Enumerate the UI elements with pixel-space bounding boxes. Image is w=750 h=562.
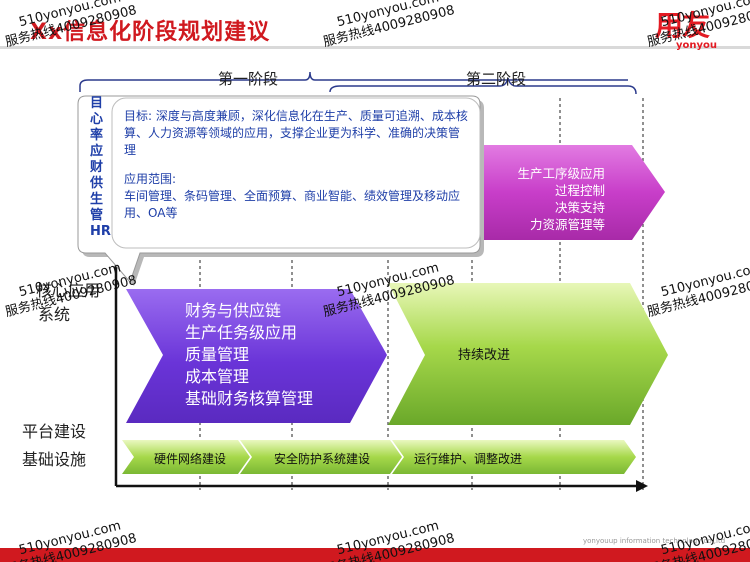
infra-label-3: 运行维护、调整改进 (414, 452, 523, 466)
footer-bar (0, 548, 750, 562)
footer-company: yonyouup information technology co.,ltd (583, 537, 726, 545)
row-label-platform: 平台建设 (22, 422, 87, 441)
left-column-text: 目心率应财供生管HR (90, 96, 111, 239)
infra-chevron-1 (122, 440, 250, 474)
infra-label-2: 安全防护系统建设 (274, 452, 371, 466)
callout-scope: 车间管理、条码管理、全面预算、商业智能、绩效管理及移动应用、OA等 (124, 189, 461, 220)
purple-line: 财务与供应链 (185, 301, 282, 320)
purple-chevron (126, 289, 387, 423)
pink-line: 决策支持 (554, 200, 605, 215)
purple-line: 质量管理 (185, 345, 250, 364)
callout-content: 目标: 深度与高度兼顾，深化信息化在生产、质量可追溯、成本核算、人力资源等领域的… (124, 108, 469, 222)
row-label-app-system-line1: 核心应用 (36, 281, 101, 300)
phase1-label: 第一阶段 (218, 70, 279, 88)
pink-line: 力资源管理等 (529, 217, 605, 232)
phase1-bracket (79, 71, 628, 92)
infra-label-1: 硬件网络建设 (154, 452, 227, 466)
row-label-app-system: 核心应用 系统 (36, 279, 100, 327)
pink-chevron-text: 生产工序级应用 过程控制 决策支持 力资源管理等 (455, 165, 605, 233)
infra-chevron-3 (392, 440, 636, 474)
x-axis-arrowhead (636, 480, 648, 492)
phase2-bracket (329, 77, 637, 95)
yonyou-logo-en: yonyou (676, 40, 718, 51)
row-label-app-system-line2: 系统 (38, 305, 71, 324)
yonyou-logo: 用友 (655, 9, 710, 42)
callout-scope-title: 应用范围: (124, 172, 177, 186)
infra-chevron-2 (240, 440, 402, 474)
pink-line: 过程控制 (554, 183, 605, 198)
page-title: Xx信息化阶段规划建议 (30, 20, 271, 45)
row-label-infrastructure: 基础设施 (22, 450, 87, 469)
callout-goal: 目标: 深度与高度兼顾，深化信息化在生产、质量可追溯、成本核算、人力资源等领域的… (124, 109, 468, 157)
green-chevron (388, 283, 668, 425)
title-divider (0, 46, 750, 49)
green-chevron-label: 持续改进 (458, 348, 511, 363)
purple-line: 生产任务级应用 (185, 323, 298, 342)
phase2-label: 第二阶段 (466, 70, 527, 88)
purple-chevron-text: 财务与供应链 生产任务级应用 质量管理 成本管理 基础财务核算管理 (185, 300, 313, 410)
callout-inner-panel (111, 97, 481, 249)
purple-line: 基础财务核算管理 (185, 389, 314, 408)
pink-line: 生产工序级应用 (517, 166, 605, 181)
purple-line: 成本管理 (185, 367, 250, 386)
